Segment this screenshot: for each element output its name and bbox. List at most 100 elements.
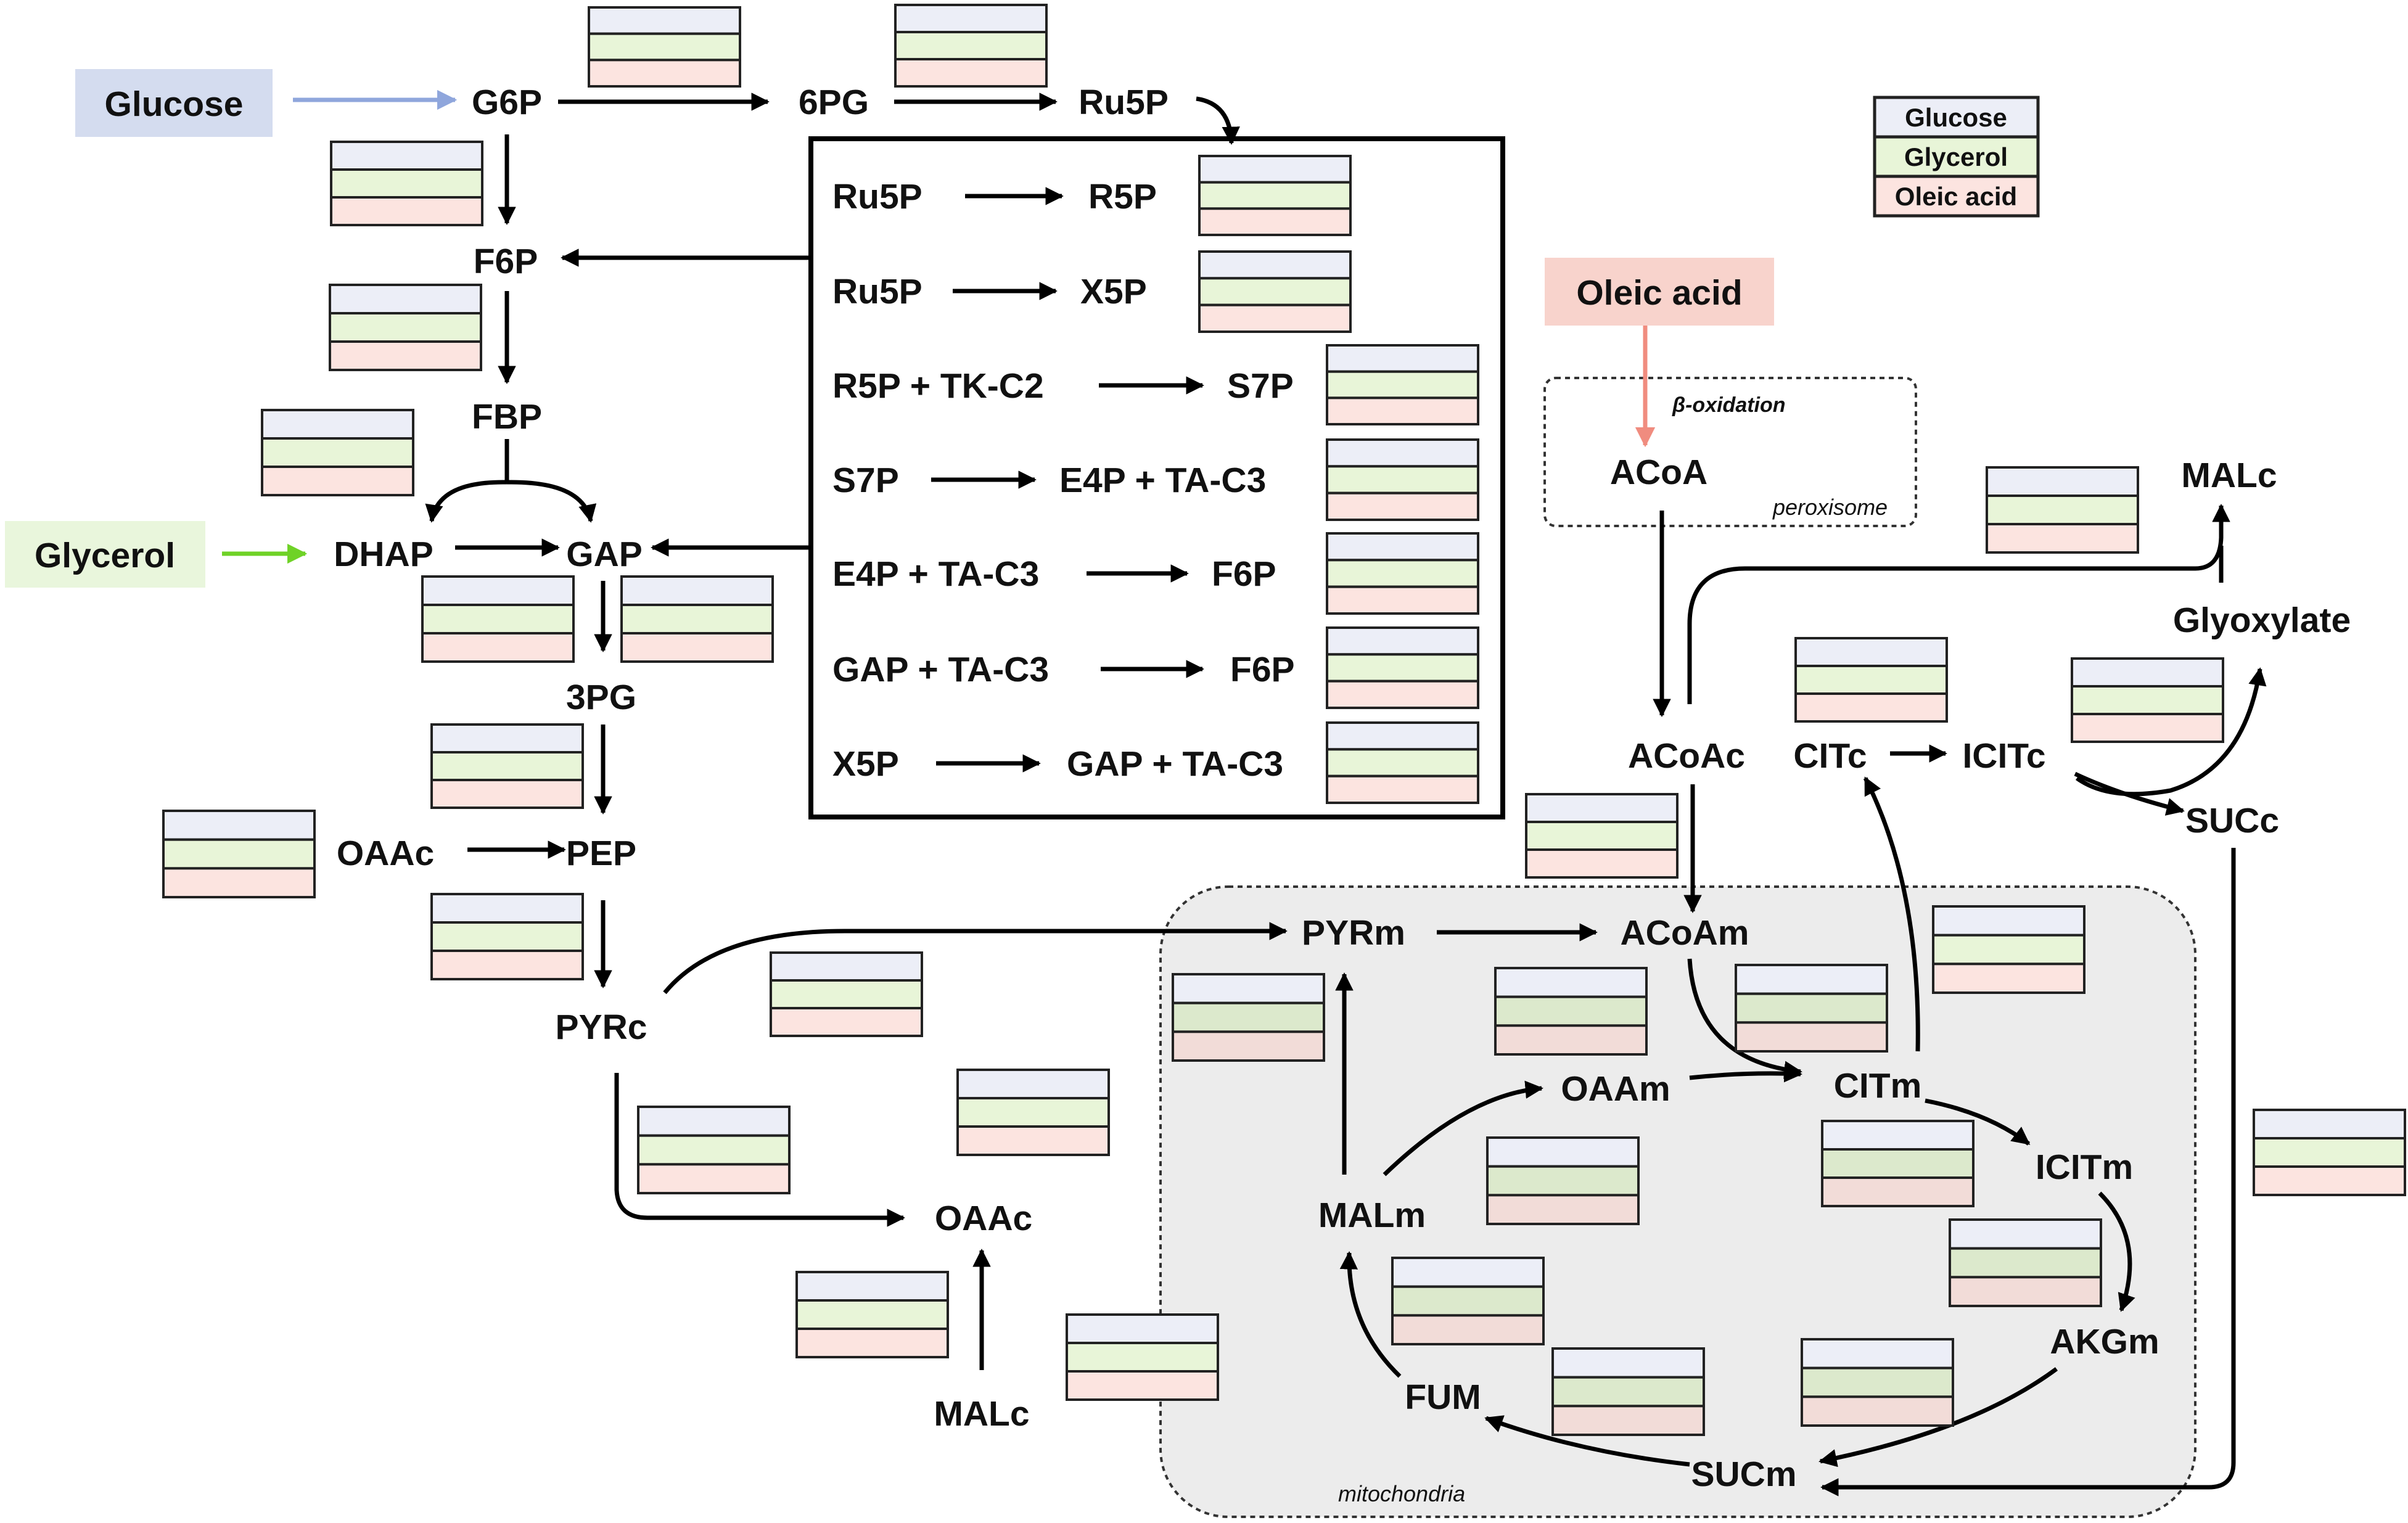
flux-row-glucose: [430, 893, 584, 924]
arrow-ru5p-ppp: [1196, 96, 1240, 145]
metabolite-pyrc: PYRc: [556, 1008, 647, 1047]
peroxisome-label: peroxisome: [1772, 495, 1888, 520]
metabolite-fum: FUM: [1405, 1377, 1481, 1417]
flux-row-glucose: [1198, 155, 1352, 184]
flux-box: [1494, 967, 1648, 1056]
metabolite-malm: MALm: [1318, 1196, 1426, 1235]
flux-box: [1551, 1347, 1705, 1437]
flux-row-oleic-acid: [2253, 1165, 2406, 1196]
flux-box: [1932, 905, 2085, 995]
flux-row-glycerol: [1391, 1285, 1545, 1317]
flux-row-glucose: [1735, 964, 1888, 995]
flux-box: [637, 1106, 791, 1195]
flux-row-oleic-acid: [956, 1125, 1110, 1156]
legend-label-glucose: Glucose: [1905, 103, 2007, 132]
flux-row-glycerol: [1525, 821, 1679, 851]
ppp-reaction-product: S7P: [1227, 366, 1294, 406]
flux-row-glucose: [1066, 1313, 1219, 1344]
flux-row-oleic-acid: [1551, 1405, 1705, 1437]
flux-box: [1326, 438, 1479, 522]
metabolite-gap: GAP: [566, 535, 643, 574]
metabolite-akgm: AKGm: [2050, 1322, 2159, 1361]
flux-row-oleic-acid: [261, 466, 414, 496]
flux-box: [1326, 344, 1479, 425]
flux-box: [1198, 155, 1352, 236]
flux-row-glycerol: [1066, 1342, 1219, 1373]
flux-row-glucose: [1391, 1257, 1545, 1288]
flux-row-glucose: [956, 1069, 1110, 1099]
flux-row-glycerol: [421, 604, 575, 634]
flux-row-glycerol: [1198, 277, 1352, 306]
legend-label-oleic-acid: Oleic acid: [1895, 182, 2017, 211]
arrow-fbp-gap: [506, 480, 597, 523]
arrow-akgm-sucm: [1818, 1367, 2058, 1468]
flux-box: [588, 6, 741, 88]
ppp-reaction-product: F6P: [1212, 554, 1276, 594]
flux-box: [2253, 1109, 2406, 1196]
flux-row-glycerol: [1326, 748, 1479, 778]
flux-box: [956, 1069, 1110, 1156]
flux-row-glucose: [421, 575, 575, 606]
arrow-sucm-fum: [1484, 1415, 1690, 1467]
flux-row-glucose: [637, 1106, 791, 1137]
legend-row-glucose: [1873, 96, 2040, 139]
flux-row-oleic-acid: [770, 1007, 923, 1037]
flux-box: [1801, 1338, 1954, 1427]
flux-row-oleic-acid: [330, 196, 483, 226]
flux-box: [261, 409, 414, 496]
flux-row-glycerol: [770, 979, 923, 1009]
metabolite-acoa: ACoA: [1610, 453, 1707, 492]
flux-row-oleic-acid: [1486, 1194, 1640, 1226]
flux-row-glycerol: [1986, 495, 2139, 525]
flux-row-glucose: [1326, 532, 1479, 562]
arrow-acoac-malc: [1687, 504, 2230, 704]
metabolite-pyrm: PYRm: [1302, 913, 1405, 953]
flux-row-glycerol: [1551, 1376, 1705, 1408]
metabolite-oaac-left: OAAc: [337, 834, 434, 873]
flux-row-glucose: [770, 951, 923, 982]
flux-box: [421, 575, 575, 663]
flux-box: [770, 951, 923, 1037]
metabolite-ru5p: Ru5P: [1079, 83, 1169, 122]
flux-row-oleic-acid: [1821, 1176, 1974, 1207]
flux-row-oleic-acid: [795, 1328, 949, 1358]
flux-box: [430, 723, 584, 809]
flux-row-glucose: [1486, 1136, 1640, 1168]
ppp-reaction-product: E4P + TA-C3: [1059, 461, 1266, 500]
flux-row-glycerol: [329, 312, 482, 343]
flux-row-oleic-acid: [1391, 1314, 1545, 1346]
flux-box: [620, 575, 774, 663]
flux-row-glycerol: [894, 31, 1048, 60]
flux-box: [162, 810, 316, 899]
flux-row-oleic-acid: [1326, 396, 1479, 425]
flux-row-glucose: [1198, 250, 1352, 280]
flux-row-glycerol: [588, 32, 741, 62]
flux-row-glycerol: [637, 1134, 791, 1166]
flux-box: [1821, 1120, 1974, 1207]
flux-box: [1172, 973, 1325, 1062]
metabolite-labels: G6P 6PG Ru5P F6P FBP DHAP GAP 3PG OAAc P…: [334, 83, 2351, 1494]
flux-row-oleic-acid: [2071, 713, 2224, 743]
metabolite-citc: CITc: [1793, 736, 1867, 776]
glycerol-substrate-label: Glycerol: [35, 536, 175, 575]
flux-row-glycerol: [162, 838, 316, 870]
metabolite-f6p: F6P: [474, 242, 538, 281]
flux-box: [1326, 626, 1479, 709]
arrow-icitc-succ: [2074, 771, 2185, 816]
mitochondria-label: mitochondria: [1338, 1481, 1465, 1506]
flux-row-glycerol: [620, 604, 774, 634]
flux-row-glycerol: [1949, 1247, 2102, 1279]
flux-row-oleic-acid: [1525, 848, 1679, 879]
flux-row-oleic-acid: [637, 1163, 791, 1195]
oleic-acid-substrate-label: Oleic acid: [1576, 273, 1742, 313]
flux-box: [1066, 1313, 1219, 1401]
ppp-reaction-product: F6P: [1230, 650, 1295, 689]
flux-row-glycerol: [261, 437, 414, 468]
flux-box: [1949, 1218, 2102, 1308]
flux-box: [329, 284, 482, 371]
metabolite-6pg: 6PG: [799, 83, 869, 122]
flux-row-glucose: [1794, 637, 1948, 667]
